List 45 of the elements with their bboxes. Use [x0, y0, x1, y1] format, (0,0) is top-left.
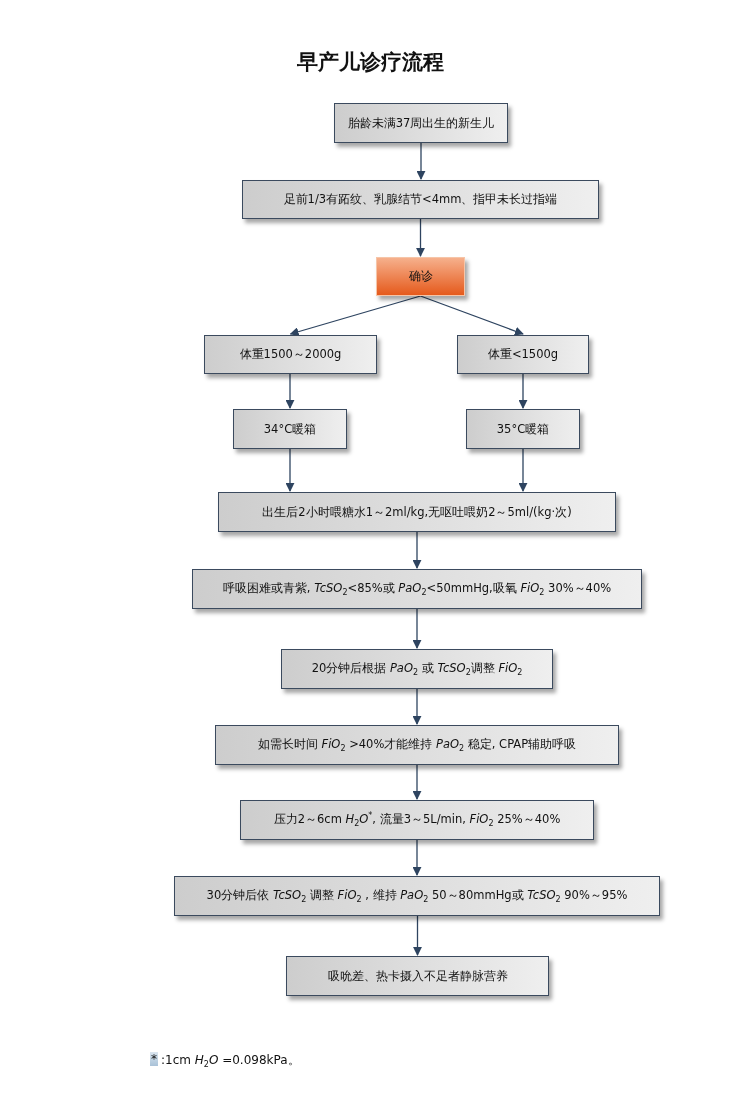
process-box [242, 180, 599, 219]
arrow [416, 218, 425, 257]
process-box [466, 409, 580, 449]
footnote-mark: * [150, 1052, 158, 1066]
box-text: 确诊 [408, 269, 433, 284]
arrow [412, 531, 422, 569]
process-box [457, 335, 589, 374]
arrow [285, 373, 295, 409]
arrow [419, 295, 524, 336]
arrow [412, 839, 422, 876]
box-text: 如需长时间 FiO$_{2}$ >40%才能维持 PaO$_{2}$ 稳定, CPAP辅助呼吸 [257, 736, 577, 754]
arrow [518, 373, 528, 409]
box-text: 35°C暖箱 [496, 421, 550, 437]
arrow [412, 764, 422, 800]
process-box [334, 103, 508, 143]
box-text: 出生后2小时喂糖水1～2ml/kg,无呕吐喂奶2～5ml/(kg·次) [262, 504, 572, 520]
arrow [518, 448, 528, 492]
box-text: 足前1/3有跖纹、乳腺结节<4mm、指甲未长过指端 [283, 192, 558, 207]
arrow [289, 295, 422, 337]
arrow [412, 688, 422, 725]
process-box [218, 492, 616, 532]
decision-box [376, 257, 465, 296]
arrow [412, 608, 422, 649]
process-box [286, 956, 549, 996]
process-box [204, 335, 377, 374]
box-text: 30分钟后依 TcSO$_{2}$ 调整 FiO$_{2}$ , 维持 PaO$_{2}$ 50～80mmHg或 TcSO$_{2}$ 90%～95% [206, 887, 628, 905]
diagram-title: 早产儿诊疗流程 [297, 49, 444, 76]
box-text: 压力2～6cm H$_{2}$O$^{*}$, 流量3～5L/min, FiO$_{2}$ 25%～40% [273, 811, 561, 829]
footnote-text: :1cm H$_{2}$O =0.098kPa。 [161, 1052, 300, 1070]
box-text: 34°C暖箱 [263, 421, 317, 437]
box-text: 吸吮差、热卡摄入不足者静脉营养 [327, 968, 508, 984]
process-box [192, 569, 642, 609]
box-text: 20分钟后根据 PaO$_{2}$ 或 TcSO$_{2}$调整 FiO$_{2}$ [311, 660, 523, 678]
arrow [416, 142, 426, 180]
process-box [174, 876, 660, 916]
box-text: 体重1500～2000g [239, 347, 342, 362]
box-text: 呼吸困难或青紫, TcSO$_{2}$<85%或 PaO$_{2}$<50mmHg,吸氧 FiO$_{2}$ 30%～40% [222, 580, 612, 598]
process-box [233, 409, 347, 449]
arrow [285, 448, 295, 492]
process-box [215, 725, 619, 765]
box-text: 体重<1500g [487, 347, 559, 362]
process-box [240, 800, 594, 840]
arrow [413, 915, 422, 956]
process-box [281, 649, 553, 689]
box-text: 胎龄未满37周出生的新生儿 [347, 115, 495, 131]
